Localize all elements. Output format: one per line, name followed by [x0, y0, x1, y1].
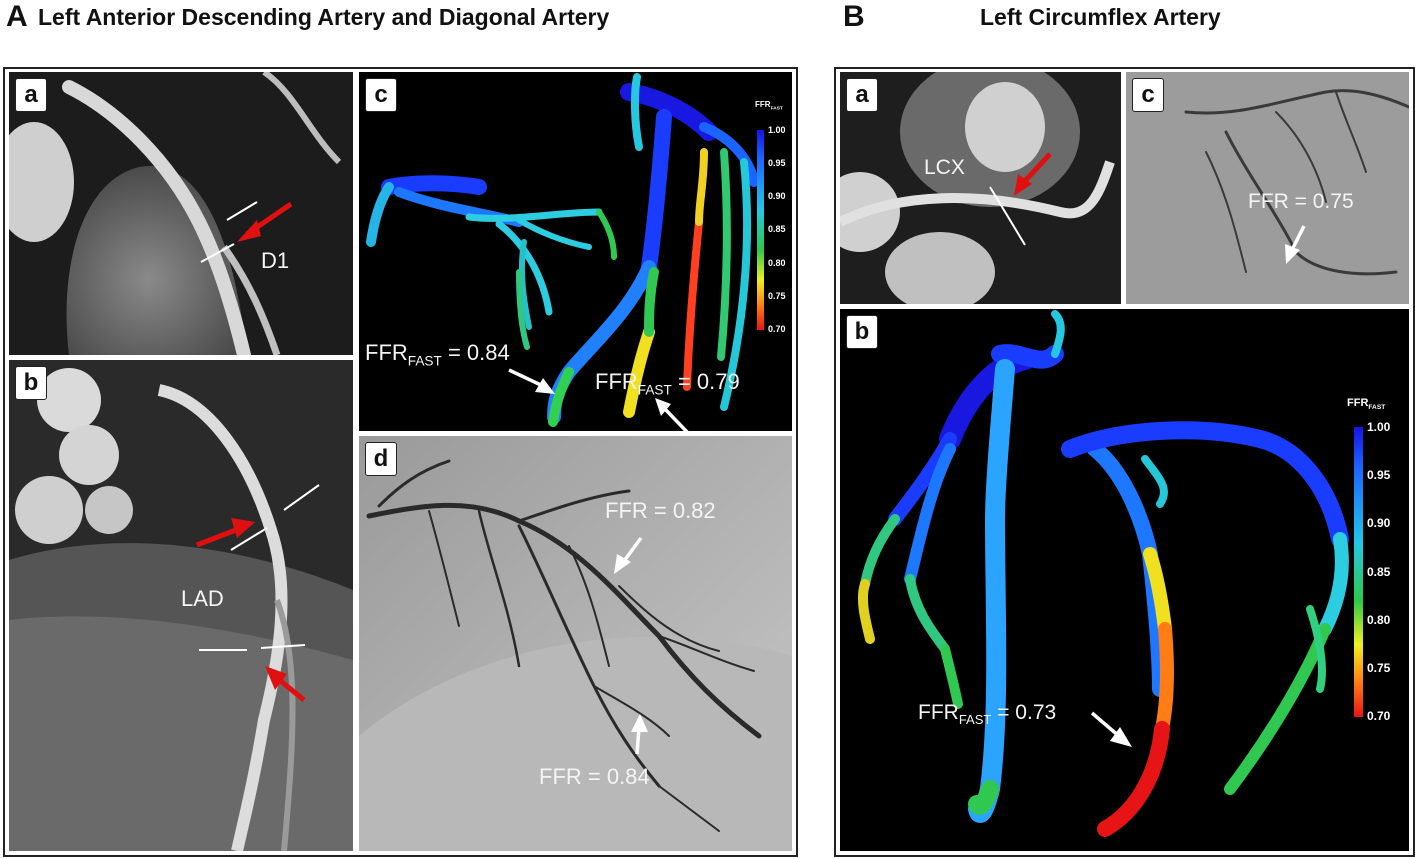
section-a-frame: a D1 b LAD	[3, 67, 798, 857]
colorbar-tick: 0.75	[1367, 661, 1391, 675]
colorbar-tick: 0.90	[1367, 516, 1391, 530]
colorbar-tick: 0.95	[1367, 468, 1391, 482]
ffr-fast-3d-model	[366, 73, 759, 431]
panel-label: c	[1132, 78, 1164, 112]
section-a-title: Left Anterior Descending Artery and Diag…	[38, 4, 610, 30]
ffr-fast-3d-model-lcx	[857, 310, 1349, 837]
colorbar-tick: 1.00	[1367, 420, 1391, 434]
vessel-label-lcx: LCX	[924, 156, 965, 179]
colorbar-tick: 0.85	[768, 224, 786, 234]
panel-a-d: d FFR = 0.82 FFR = 0.84	[359, 436, 792, 851]
ffr-fast-label-084: FFRFAST = 0.84	[365, 340, 510, 369]
colorbar-tick: 0.85	[1367, 565, 1391, 579]
vessel-label-lad: LAD	[181, 586, 224, 611]
colorbar-title: FFRFAST	[755, 100, 783, 112]
panel-b-b: b FFRFAST = 0.73 FFRFAST 1.00 0.95 0.90 …	[840, 309, 1409, 851]
ffr-label-084: FFR = 0.84	[539, 764, 650, 789]
ct-image-lad	[9, 360, 353, 851]
colorbar-tick: 0.95	[768, 158, 786, 168]
colorbar-tick: 0.75	[768, 291, 786, 301]
ffr-colorbar	[757, 130, 764, 330]
colorbar-tick: 0.80	[1367, 613, 1391, 627]
ffr-fast-label-073: FFRFAST = 0.73	[918, 701, 1057, 728]
section-b-title: Left Circumflex Artery	[980, 4, 1221, 30]
panel-b-c: c FFR = 0.75	[1126, 72, 1409, 304]
ffr-label-082: FFR = 0.82	[605, 498, 716, 523]
panel-label: a	[15, 78, 47, 112]
ffr-fast-label-079: FFRFAST = 0.79	[595, 369, 740, 398]
colorbar-tick: 0.70	[768, 324, 786, 334]
panel-label: a	[846, 78, 878, 112]
panel-a-b: b LAD	[9, 360, 353, 851]
angiogram-lcx	[1126, 72, 1409, 304]
angiogram-lad	[359, 436, 792, 851]
section-b-frame: a LCX c FFR = 0.75	[834, 67, 1415, 857]
panel-a-c: c FFRFAST = 0.84 FFRFAST = 0.79 FFRFAST …	[359, 72, 792, 431]
panel-b-a: a LCX	[840, 72, 1121, 304]
colorbar-tick: 1.00	[768, 125, 786, 135]
colorbar-tick: 0.90	[768, 191, 786, 201]
vessel-label-d1: D1	[261, 248, 290, 273]
colorbar-tick: 0.80	[768, 258, 786, 268]
panel-a-a: a D1	[9, 72, 353, 355]
section-a-letter: A	[6, 0, 28, 33]
panel-label: d	[365, 442, 397, 476]
panel-label: b	[846, 315, 878, 349]
ffr-colorbar	[1354, 427, 1363, 717]
ct-image-d1	[9, 72, 353, 355]
ct-image-lcx	[840, 72, 1121, 304]
ffr-label-075: FFR = 0.75	[1248, 190, 1354, 213]
colorbar-title: FFRFAST	[1347, 397, 1386, 412]
panel-label: c	[365, 78, 397, 112]
section-b-letter: B	[843, 0, 865, 33]
panel-label: b	[15, 366, 47, 400]
colorbar-tick: 0.70	[1367, 709, 1391, 723]
